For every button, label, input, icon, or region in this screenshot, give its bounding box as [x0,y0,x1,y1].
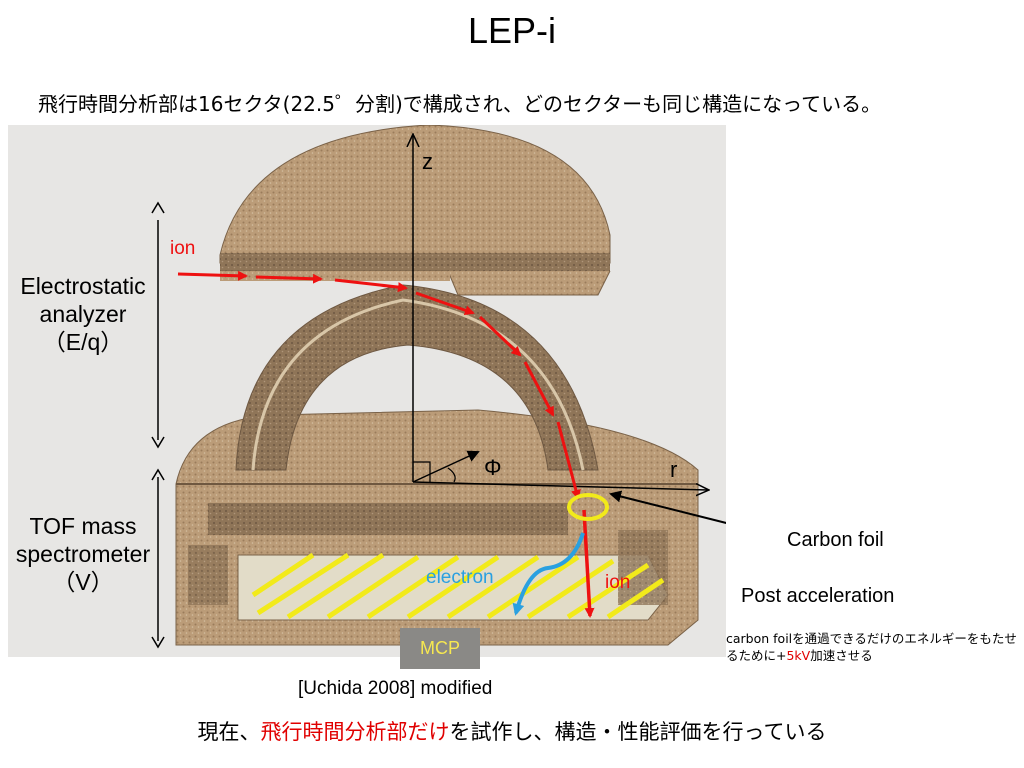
bottom-post: を試作し、構造・性能評価を行っている [449,720,827,744]
slide-subtitle: 飛行時間分析部は16セクタ(22.5゜分割)で構成され、どのセクターも同じ構造に… [38,92,882,116]
tof-label-line3: （V） [52,569,114,595]
coordinate-axes [413,135,708,490]
esa-label: Electrostatic analyzer （E/q） [8,272,158,356]
post-acceleration-label: Post acceleration [741,585,895,607]
bottom-pre: 現在、 [197,720,261,744]
bottom-highlight: 飛行時間分析部だけ [260,720,450,744]
esa-label-line1: Electrostatic [20,273,146,299]
ion-down-label: ion [605,572,630,593]
tof-range-arrow [151,468,165,649]
tof-label-line1: TOF mass [29,513,137,539]
axis-phi-label: Φ [484,455,502,480]
axis-z-label: z [422,149,433,174]
esa-range-arrow [151,201,165,449]
tof-hatch [251,552,665,620]
bottom-statement: 現在、飛行時間分析部だけを試作し、構造・性能評価を行っている [0,716,1024,746]
tof-label: TOF mass spectrometer （V） [8,512,158,596]
post-acceleration-note: carbon foilを通過できるだけのエネルギーをもたせるために+5kV加速さ… [726,630,1022,664]
tof-label-line2: spectrometer [15,541,151,567]
note-text-pre: carbon foilを通過できるだけのエネルギーをもたせるために+ [726,631,1017,663]
slide-title: LEP-i [467,10,557,51]
note-text-post: 加速させる [810,648,873,663]
mcp-label: MCP [400,628,480,669]
ion-path [177,270,595,618]
instrument-diagram: z r Φ ion ion electron [8,124,787,657]
electron-path [512,532,585,616]
axis-r-label: r [670,457,677,482]
carbon-foil-marker [567,493,609,521]
note-voltage: 5kV [786,648,811,663]
esa-label-line2: analyzer [39,301,127,327]
carbon-foil-label: Carbon foil [787,529,884,551]
ion-in-label: ion [170,238,195,259]
citation: [Uchida 2008] modified [298,678,493,699]
esa-inner-dome [235,284,599,471]
esa-top-lid [219,124,611,296]
esa-label-line3: （E/q） [42,329,124,355]
instrument-drawing: z r Φ ion ion electron [151,124,787,649]
electron-label: electron [426,567,494,588]
